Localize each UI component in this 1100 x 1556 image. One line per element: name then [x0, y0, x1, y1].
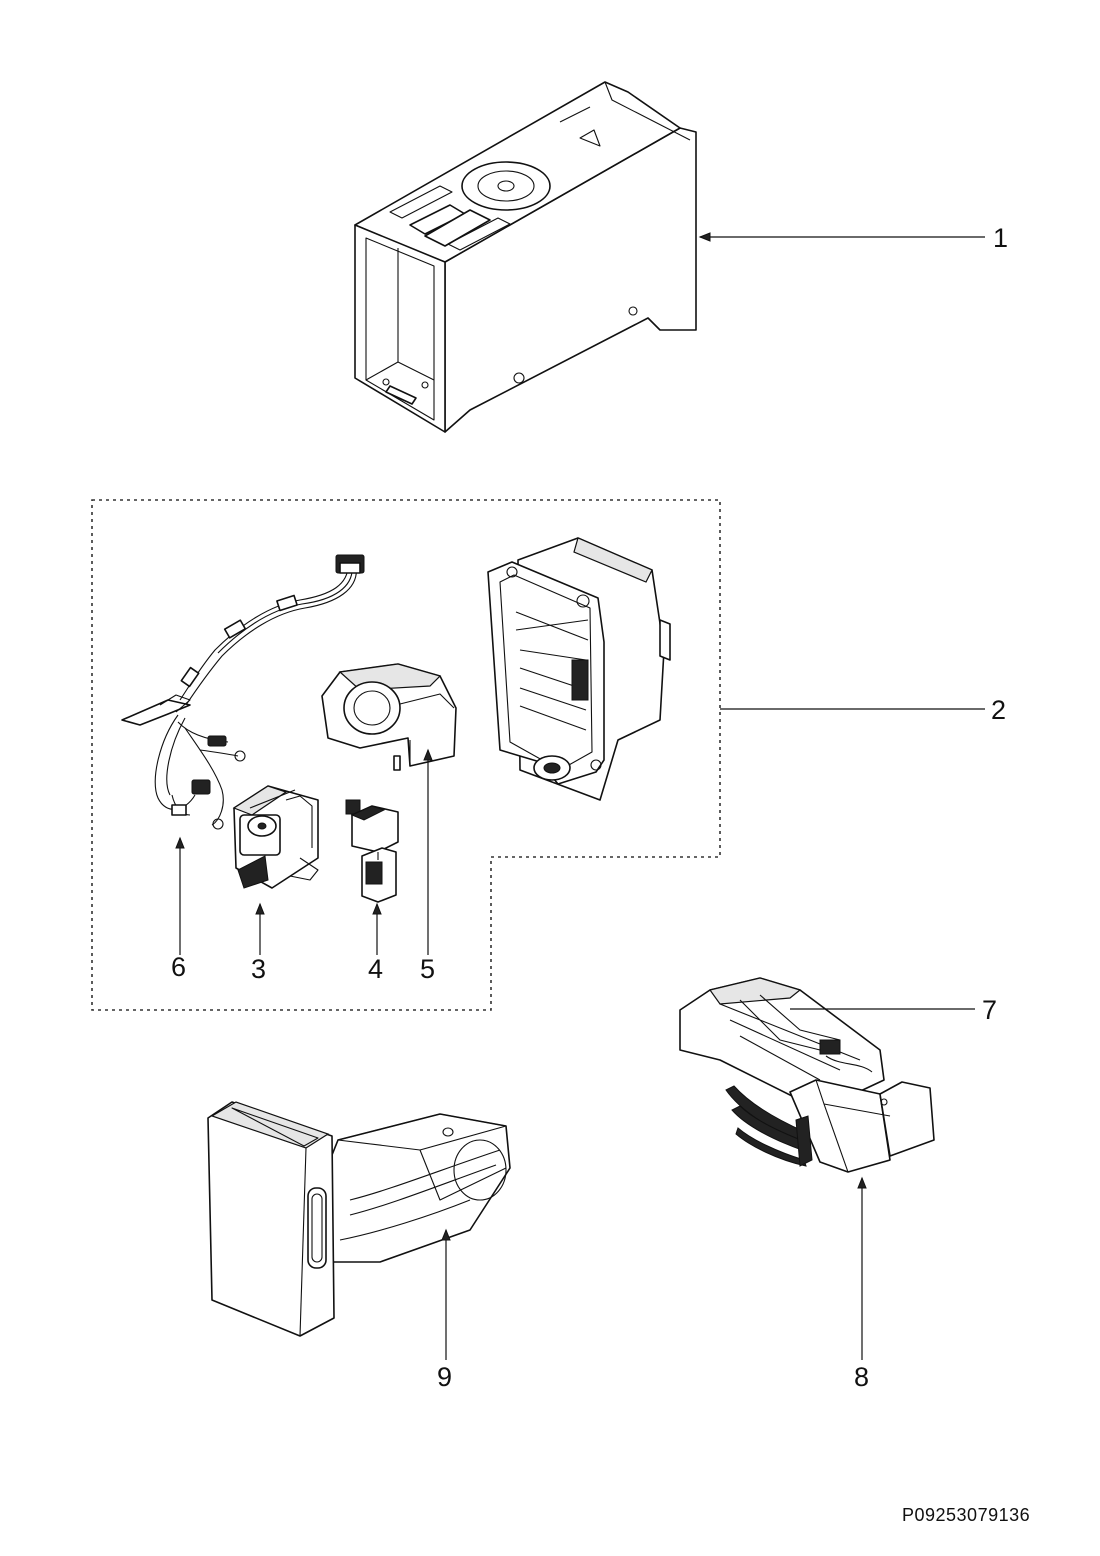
callout-7: 7: [982, 995, 997, 1025]
part-3-motor: [232, 785, 319, 889]
part-9-ice-bucket: [207, 1101, 511, 1337]
part-1-housing: [354, 81, 697, 433]
callout-1: 1: [993, 223, 1008, 253]
callout-5: 5: [420, 954, 435, 984]
part-5-duct: [321, 663, 457, 771]
callout-4: 4: [368, 954, 383, 984]
reference-code: P09253079136: [902, 1505, 1030, 1525]
callout-6: 6: [171, 952, 186, 982]
part-4-solenoid: [345, 799, 399, 903]
callout-8: 8: [854, 1362, 869, 1392]
part-6-wiring-harness: [121, 554, 365, 830]
callout-9: 9: [437, 1362, 452, 1392]
leader-lines: [175, 232, 985, 1360]
callout-2: 2: [991, 695, 1006, 725]
subassembly-group-outline: [91, 499, 721, 1011]
callout-3: 3: [251, 954, 266, 984]
part-2-enclosure: [487, 537, 671, 801]
part-8-ice-bin-tray: [789, 1079, 935, 1173]
